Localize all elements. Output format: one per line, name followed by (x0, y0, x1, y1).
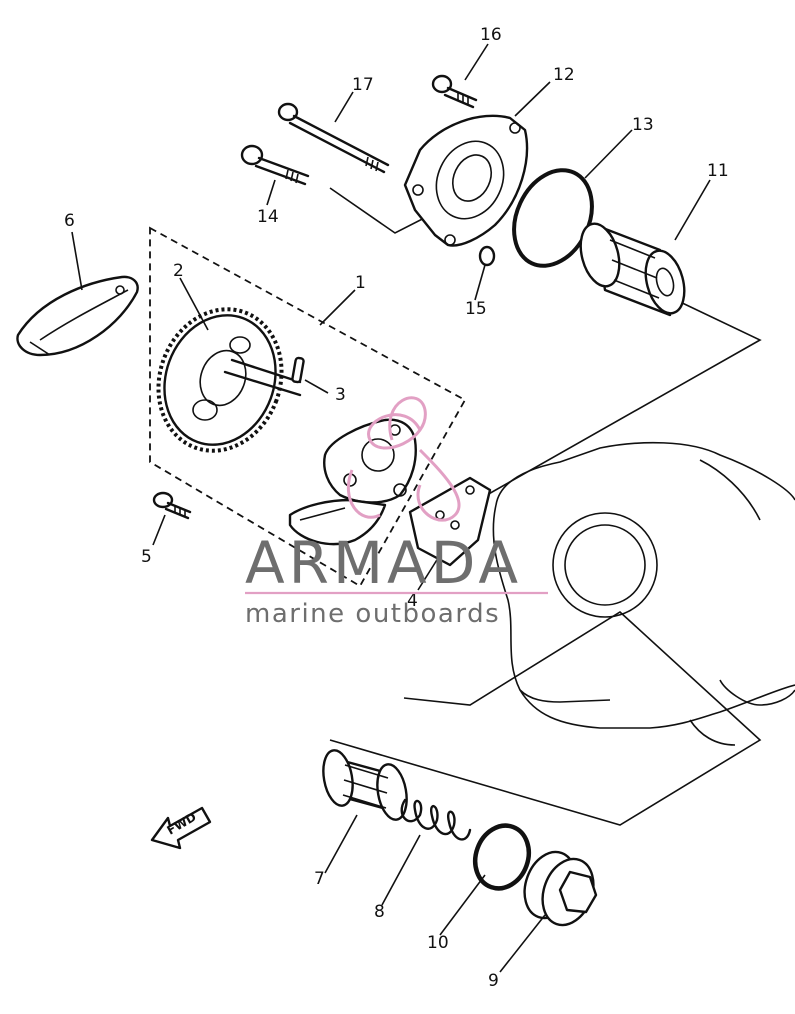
part-6-plate (16, 275, 139, 357)
part-3-pin (291, 356, 305, 384)
callout-11: 11 (707, 161, 729, 181)
watermark-logo-swirl (346, 396, 461, 522)
part-17-long-bolt (277, 102, 390, 174)
callout-9: 9 (488, 971, 499, 991)
part-12-filter-cover (403, 114, 529, 247)
callout-6: 6 (64, 211, 75, 231)
part-16-bolt (431, 74, 478, 109)
part-5-screw (152, 491, 192, 520)
leader-lines (329, 187, 762, 826)
callout-17: 17 (352, 75, 374, 95)
part-9-drain-plug (523, 850, 598, 927)
callout-pointers (71, 43, 711, 973)
watermark-title: ARMADA (245, 529, 522, 597)
watermark-subtitle: marine outboards (245, 599, 500, 629)
part-14-bolt (240, 144, 310, 186)
callout-4: 4 (407, 591, 418, 611)
callout-numbers: 16 12 17 13 11 14 6 2 1 3 15 5 4 7 8 10 … (64, 25, 729, 991)
callout-10: 10 (427, 933, 449, 953)
callout-3: 3 (335, 385, 346, 405)
callout-5: 5 (141, 547, 152, 567)
crankcase-outline (492, 441, 795, 746)
callout-14: 14 (257, 207, 279, 227)
part-7-strainer (322, 749, 408, 821)
watermark: ARMADA marine outboards (245, 396, 548, 629)
part-8-spring (400, 798, 472, 841)
part-11-oil-filter (579, 222, 686, 317)
callout-2: 2 (173, 261, 184, 281)
fwd-direction-arrow: FWD (150, 806, 212, 850)
part-10-o-ring (472, 823, 532, 891)
assembly-boundary (149, 226, 467, 588)
callout-13: 13 (632, 115, 654, 135)
part-4-pump-body (288, 418, 492, 567)
callout-8: 8 (374, 902, 385, 922)
callout-16: 16 (480, 25, 502, 45)
callout-15: 15 (465, 299, 487, 319)
part-15-small-o-ring (478, 245, 496, 267)
callout-7: 7 (314, 869, 325, 889)
callout-12: 12 (553, 65, 575, 85)
part-2-gear (156, 307, 302, 453)
callout-1: 1 (355, 273, 366, 293)
